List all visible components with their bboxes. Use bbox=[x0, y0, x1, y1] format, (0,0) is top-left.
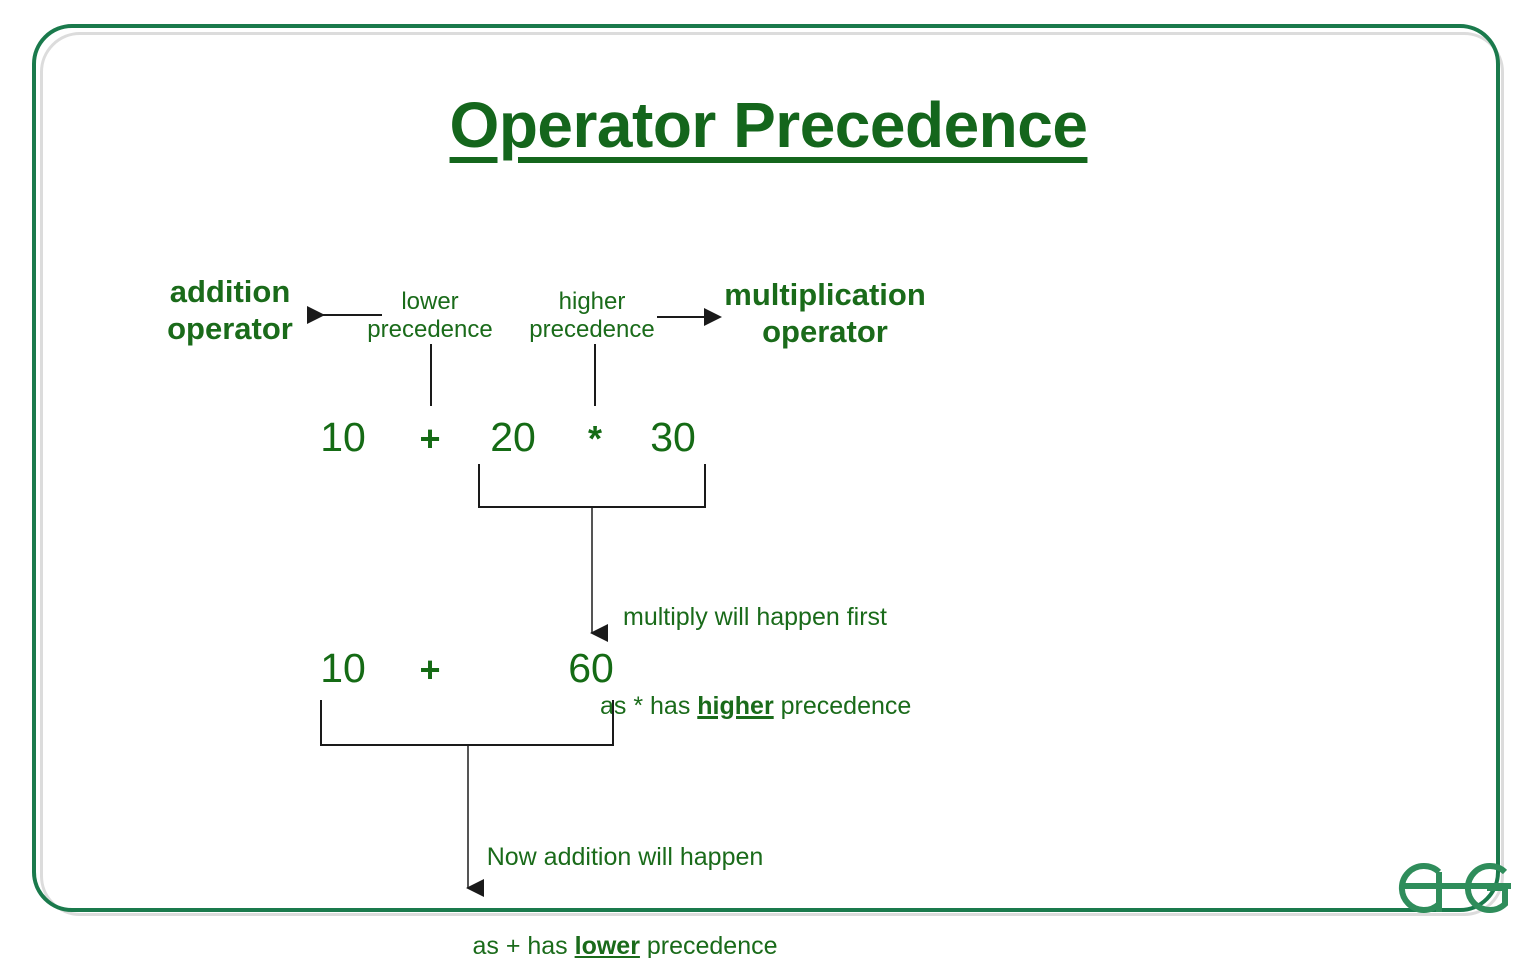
expr1-operator-plus: + bbox=[419, 418, 441, 459]
lower-precedence-label: lower precedence bbox=[367, 288, 493, 344]
expr2-operand-b: 60 bbox=[568, 645, 614, 691]
arrow-stem-multiply bbox=[591, 508, 593, 626]
frame-inner-shadow bbox=[40, 32, 1504, 916]
addition-note-emphasis: lower bbox=[574, 931, 640, 958]
bracket-addition-group bbox=[320, 700, 614, 746]
multiplication-operator-label: multiplication operator bbox=[724, 277, 926, 349]
multiply-note-emphasis: higher bbox=[697, 691, 774, 720]
addition-note-line2-post: precedence bbox=[639, 931, 778, 958]
addition-note: Now addition will happen as + has lower … bbox=[470, 784, 780, 958]
expr2-operand-a: 10 bbox=[320, 645, 366, 691]
higher-precedence-label: higher precedence bbox=[529, 288, 655, 344]
geeksforgeeks-logo bbox=[1398, 863, 1511, 913]
expr1-operator-star: * bbox=[587, 418, 602, 459]
multiply-note: multiply will happen first as * has high… bbox=[600, 544, 912, 780]
multiply-note-line1: multiply will happen first bbox=[623, 603, 887, 631]
connector-higher-to-star bbox=[594, 344, 596, 406]
addition-note-line2: as + has lower precedence bbox=[470, 932, 780, 958]
arrow-stem-addition bbox=[467, 746, 469, 880]
addition-note-line1: Now addition will happen bbox=[486, 843, 764, 871]
frame-border bbox=[32, 24, 1500, 912]
addition-operator-label: addition operator bbox=[167, 274, 293, 346]
expr1-operand-b: 20 bbox=[490, 414, 536, 460]
multiply-note-line2: as * has higher precedence bbox=[600, 691, 912, 722]
page-title: Operator Precedence bbox=[449, 89, 1088, 161]
multiply-note-line2-post: precedence bbox=[773, 691, 912, 720]
multiply-note-line2-pre: as * has bbox=[600, 691, 698, 720]
expr1-operand-c: 30 bbox=[650, 414, 696, 460]
expr2-operator-plus: + bbox=[419, 649, 441, 690]
bracket-multiply-group bbox=[478, 464, 706, 508]
addition-note-line2-pre: as + has bbox=[472, 931, 575, 958]
connector-lower-to-plus bbox=[430, 344, 432, 406]
expr1-operand-a: 10 bbox=[320, 414, 366, 460]
